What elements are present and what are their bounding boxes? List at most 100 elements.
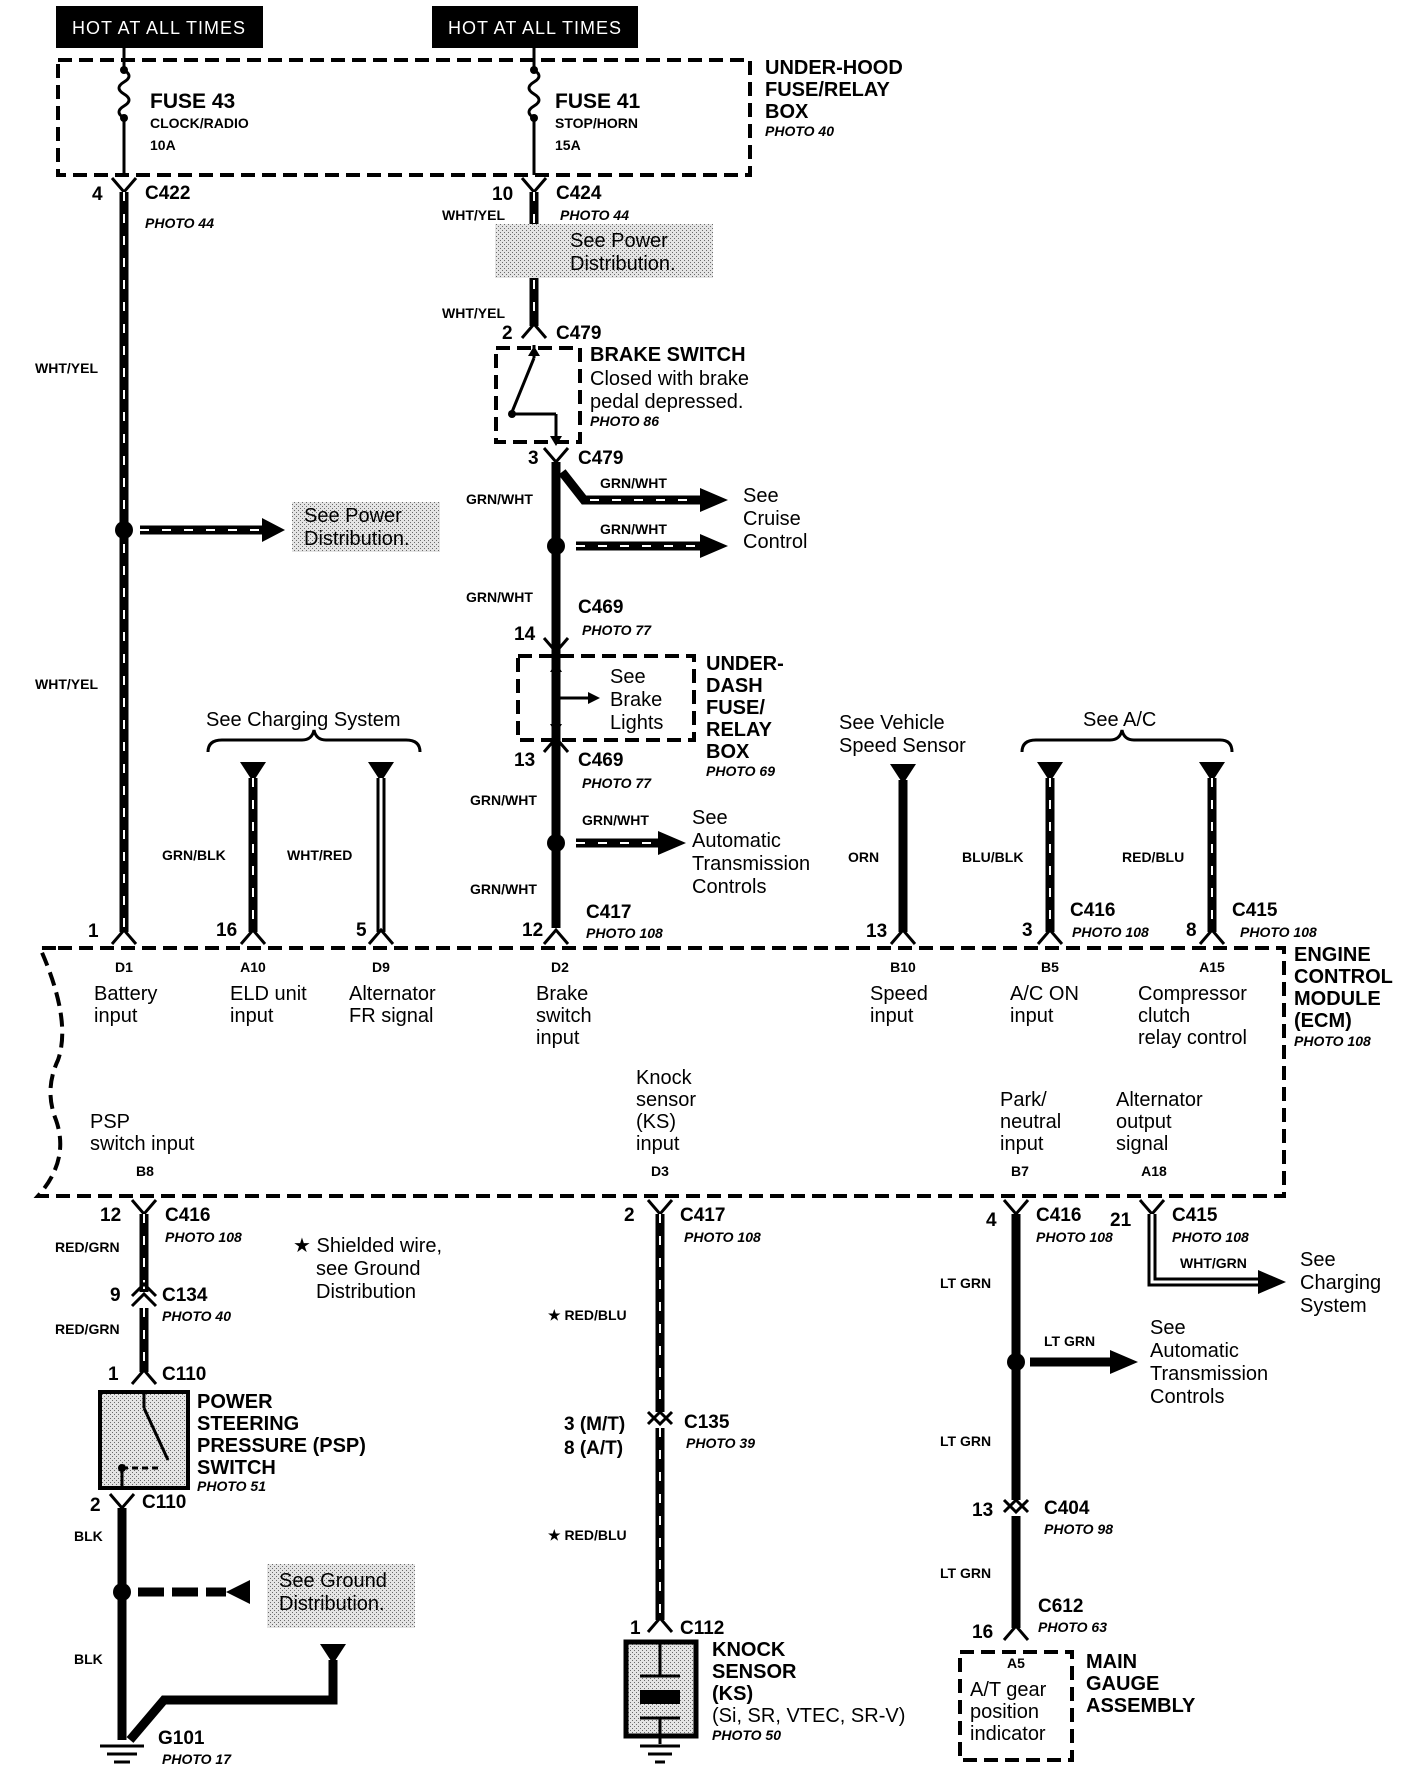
ecm-pin-label: clutch bbox=[1138, 1005, 1190, 1027]
connector-c415: C415 bbox=[1232, 900, 1278, 921]
main-gauge-title: MAIN bbox=[1086, 1651, 1137, 1673]
wire-color-label: GRN/WHT bbox=[470, 881, 537, 897]
wire-color-label: LT GRN bbox=[940, 1565, 991, 1581]
under-dash-box-title: RELAY bbox=[706, 719, 773, 741]
see-cruise-control: Cruise bbox=[743, 508, 801, 530]
see-automatic-transmission: See bbox=[692, 807, 728, 829]
pin-number: 4 bbox=[986, 1210, 997, 1231]
pin-number: 8 (A/T) bbox=[564, 1438, 623, 1459]
wire-color-label: WHT/YEL bbox=[35, 676, 98, 692]
fuse-43-circuit: CLOCK/RADIO bbox=[150, 115, 249, 131]
photo-ref: PHOTO 108 bbox=[165, 1229, 242, 1245]
fuse-box-photo: PHOTO 40 bbox=[765, 123, 834, 139]
ecm-pin-code: D2 bbox=[551, 959, 569, 975]
ecm-pin-label: Alternator bbox=[349, 983, 436, 1005]
under-dash-box-title: UNDER- bbox=[706, 653, 784, 675]
wire-color-label: GRN/WHT bbox=[600, 521, 667, 537]
ecm-pin-label: output bbox=[1116, 1111, 1172, 1133]
pin-number: 16 bbox=[972, 1622, 993, 1643]
pin-number: 14 bbox=[514, 624, 536, 645]
ecm-pin-code: B7 bbox=[1011, 1163, 1029, 1179]
connector-c112: C112 bbox=[680, 1618, 724, 1639]
see-automatic-transmission: Automatic bbox=[692, 830, 781, 852]
ecm-pin-code: B5 bbox=[1041, 959, 1059, 975]
connector-c417: C417 bbox=[586, 902, 631, 923]
connector-c469: C469 bbox=[578, 597, 623, 618]
ecm-pin-code: D3 bbox=[651, 1163, 669, 1179]
see-power-distribution: Distribution. bbox=[570, 253, 676, 275]
see-automatic-transmission: See bbox=[1150, 1317, 1186, 1339]
fuse-41-name: FUSE 41 bbox=[555, 90, 641, 113]
ecm-title: MODULE bbox=[1294, 988, 1381, 1010]
pin-number: 13 bbox=[866, 921, 887, 942]
wire-color-label: LT GRN bbox=[1044, 1333, 1095, 1349]
wire-color-label: RED/GRN bbox=[55, 1239, 120, 1255]
ecm-pin-label: Brake bbox=[536, 983, 588, 1005]
vehicle-speed-sensor-wire: See Vehicle Speed Sensor ORN 13 bbox=[839, 712, 966, 945]
under-dash-box-title: FUSE/ bbox=[706, 697, 765, 719]
see-ground-distribution: Distribution. bbox=[279, 1593, 385, 1615]
ecm-pin-label: switch input bbox=[90, 1133, 195, 1155]
fuse-41-symbol bbox=[527, 68, 541, 120]
pin-number: 2 bbox=[624, 1205, 635, 1226]
pin-number: 1 bbox=[88, 921, 99, 942]
see-ac: See A/C bbox=[1083, 709, 1156, 731]
gauge-pin-code: A5 bbox=[1007, 1655, 1025, 1671]
wire-color-label: GRN/WHT bbox=[466, 589, 533, 605]
wire-color-label: RED/GRN bbox=[55, 1321, 120, 1337]
hot-label-text: HOT AT ALL TIMES bbox=[448, 18, 622, 38]
knock-sensor-title: SENSOR bbox=[712, 1661, 797, 1683]
engine-control-module: ENGINE CONTROL MODULE (ECM) PHOTO 108 D1… bbox=[33, 944, 1393, 1198]
ecm-pin-label: sensor bbox=[636, 1089, 696, 1111]
ecm-pin-label: input bbox=[536, 1027, 580, 1049]
wire-color-label: BLU/BLK bbox=[962, 849, 1023, 865]
brake-switch bbox=[494, 346, 582, 444]
photo-ref: PHOTO 51 bbox=[197, 1478, 266, 1494]
knock-sensor-models: (Si, SR, VTEC, SR-V) bbox=[712, 1705, 905, 1727]
see-power-distribution: See Power bbox=[304, 505, 402, 527]
see-brake-lights: Brake bbox=[610, 689, 662, 711]
wire-color-label: LT GRN bbox=[940, 1275, 991, 1291]
psp-switch-title: POWER bbox=[197, 1391, 273, 1413]
see-brake-lights: Lights bbox=[610, 712, 663, 734]
ecm-pin-label: relay control bbox=[1138, 1027, 1247, 1049]
wire-battery-input: 4 C422 PHOTO 44 WHT/YEL WHT/YEL 1 See Po… bbox=[35, 177, 440, 945]
photo-ref: PHOTO 17 bbox=[162, 1751, 232, 1767]
wire-color-label: LT GRN bbox=[940, 1433, 991, 1449]
hot-label-fuse43: HOT AT ALL TIMES bbox=[56, 6, 263, 48]
splice-point bbox=[547, 537, 565, 555]
ecm-pin-code: B8 bbox=[136, 1163, 154, 1179]
connector-c134: C134 bbox=[162, 1285, 208, 1306]
fuse-41-rating: 15A bbox=[555, 137, 581, 153]
photo-ref: PHOTO 63 bbox=[1038, 1619, 1107, 1635]
connector-c416: C416 bbox=[165, 1205, 210, 1226]
wire-color-label: WHT/GRN bbox=[1180, 1255, 1247, 1271]
ecm-pin-code: D9 bbox=[372, 959, 390, 975]
photo-ref: PHOTO 69 bbox=[706, 763, 775, 779]
wire-color-label: ★ RED/BLU bbox=[548, 1307, 627, 1323]
photo-ref: PHOTO 44 bbox=[560, 207, 629, 223]
photo-ref: PHOTO 108 bbox=[1072, 924, 1149, 940]
under-dash-fuse-relay-box bbox=[516, 654, 696, 742]
see-cruise-control: Control bbox=[743, 531, 807, 553]
gauge-label: indicator bbox=[970, 1723, 1046, 1745]
see-automatic-transmission: Transmission bbox=[692, 853, 810, 875]
ecm-pin-label: A/C ON bbox=[1010, 983, 1079, 1005]
wire-color-label: GRN/WHT bbox=[600, 475, 667, 491]
main-gauge-assembly bbox=[958, 1650, 1074, 1762]
under-dash-box-title: BOX bbox=[706, 741, 750, 763]
photo-ref: PHOTO 108 bbox=[586, 925, 663, 941]
connector-c612: C612 bbox=[1038, 1596, 1083, 1617]
fuse-box-title: UNDER-HOOD bbox=[765, 57, 903, 79]
ecm-pin-label: Park/ bbox=[1000, 1089, 1047, 1111]
ac-wires: See A/C BLU/BLK RED/BLU 3 C416 PHOTO 108… bbox=[962, 709, 1317, 945]
see-cruise-control: See bbox=[743, 485, 779, 507]
connector-c424: C424 bbox=[556, 183, 602, 204]
see-ground-distribution: See Ground bbox=[279, 1570, 387, 1592]
gauge-label: position bbox=[970, 1701, 1039, 1723]
ecm-pin-code: A18 bbox=[1141, 1163, 1167, 1179]
ecm-pin-label: FR signal bbox=[349, 1005, 433, 1027]
connector-c417: C417 bbox=[680, 1205, 725, 1226]
fuse-43-name: FUSE 43 bbox=[150, 90, 235, 113]
ecm-pin-label: input bbox=[230, 1005, 274, 1027]
